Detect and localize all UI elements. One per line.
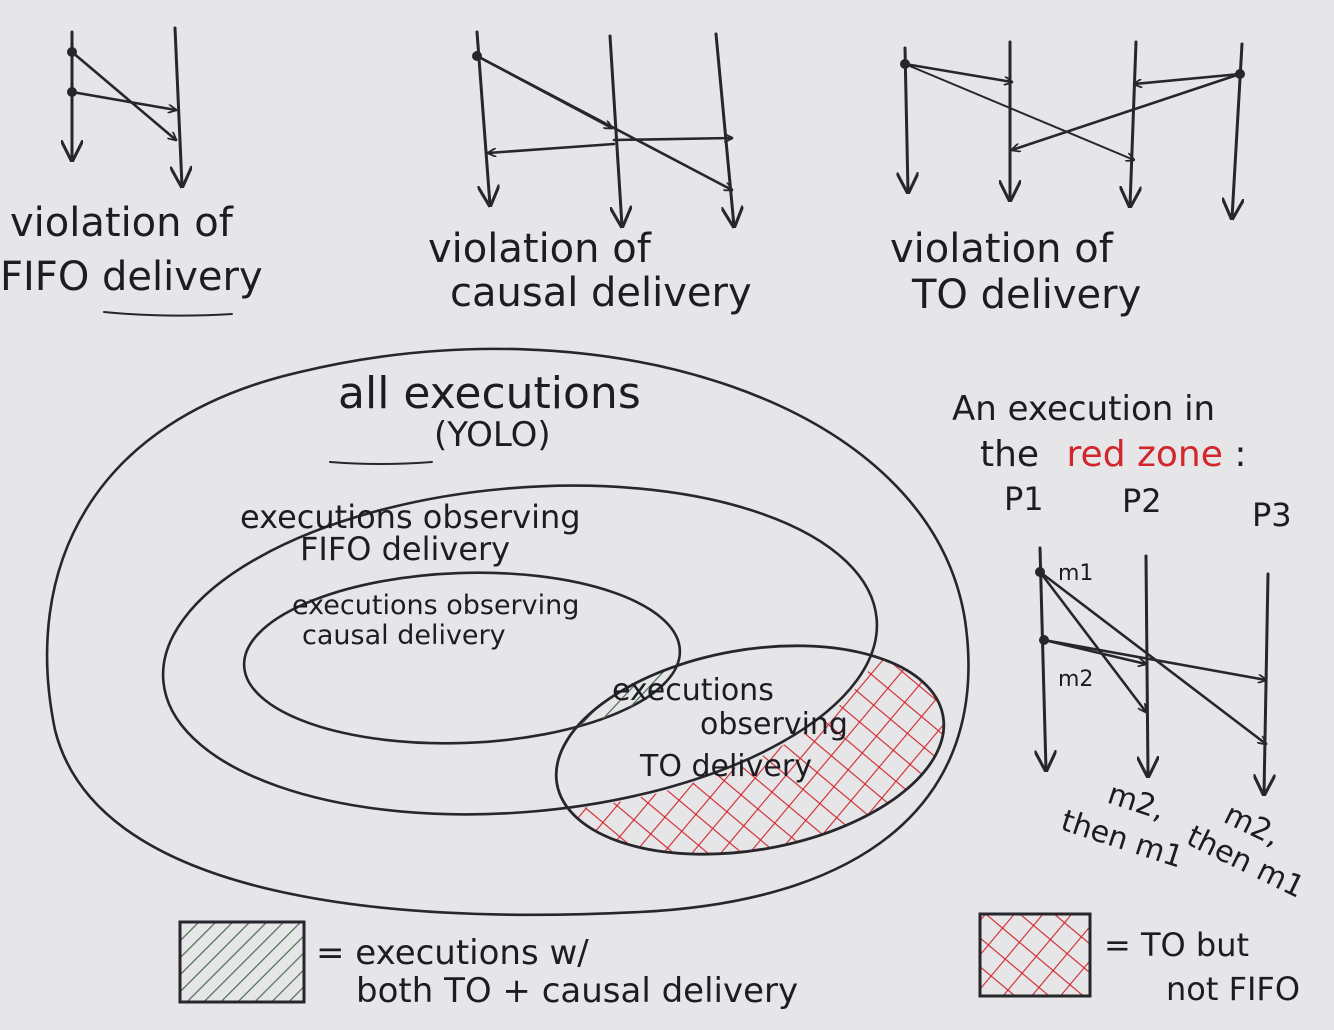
fifo-violation-caption-line1: violation of [10, 200, 234, 246]
send-event-dot [1035, 567, 1045, 577]
causal-violation-diagram [472, 30, 734, 226]
process-line [905, 46, 908, 192]
fifo-region-label-line1: executions observing [240, 498, 581, 536]
message-arrow [612, 138, 734, 140]
process-line [1264, 572, 1268, 794]
to-violation-caption-line2: TO delivery [911, 272, 1141, 318]
red-zone-title-line2: the red zone : [980, 434, 1246, 475]
send-event-dot [900, 59, 910, 69]
process-label-p3: P3 [1252, 496, 1292, 534]
red-hatch-swatch [978, 912, 1092, 998]
all-executions-label: all executions [338, 368, 641, 419]
message-label-m2: m2 [1058, 667, 1093, 692]
legend-green-line2: both TO + causal delivery [356, 971, 798, 1011]
fifo-region-label-line2: FIFO delivery [300, 530, 510, 568]
process-label-p2: P2 [1122, 482, 1162, 520]
send-event-dot [67, 87, 77, 97]
underline-decoration [103, 311, 233, 317]
send-event-dot [67, 47, 77, 57]
process-line [175, 26, 182, 186]
message-arrow [486, 142, 616, 153]
message-arrow [475, 54, 732, 190]
red-zone-title-line1: An execution in [952, 389, 1215, 429]
to-region [554, 644, 946, 856]
red-zone-diagram [1035, 546, 1268, 794]
message-arrow [904, 63, 1134, 160]
process-line [1146, 554, 1148, 776]
p3-delivery-order: m2, then m1 [1181, 797, 1310, 906]
to-region-label-line3: TO delivery [639, 749, 812, 784]
message-m1-to-p2 [1038, 570, 1146, 712]
red-zone-title-prefix: the [980, 434, 1039, 475]
send-event-dot [1039, 635, 1049, 645]
message-arrow [70, 50, 176, 140]
causal-region-label-line1: executions observing [292, 590, 579, 621]
causal-violation-caption-line2: causal delivery [450, 270, 752, 316]
red-zone-title-suffix: : [1234, 434, 1246, 475]
message-label-m1: m1 [1058, 561, 1093, 586]
send-event-dot [472, 51, 482, 61]
causal-region-label-line2: causal delivery [302, 620, 506, 651]
send-event-dot [1235, 69, 1245, 79]
message-arrow [903, 62, 1012, 82]
process-line [714, 32, 734, 226]
to-region-label-line2: observing [700, 707, 848, 742]
to-violation-diagram [900, 40, 1245, 218]
fifo-region [161, 484, 879, 816]
green-hatch-swatch [178, 920, 306, 1004]
all-executions-region [45, 347, 970, 917]
message-m2-to-p3 [1042, 638, 1266, 680]
process-line [475, 30, 490, 205]
legend-green [178, 920, 306, 1004]
causal-region [242, 571, 682, 745]
legend-red-line2: not FIFO [1166, 970, 1300, 1008]
p2-delivery-order: m2, then m1 [1057, 776, 1188, 875]
process-line [1130, 40, 1136, 206]
legend-green-line1: = executions w/ [316, 933, 589, 973]
fifo-violation-diagram [67, 26, 182, 186]
process-line [608, 34, 622, 226]
legend-red [978, 912, 1092, 998]
underline-decoration [329, 461, 433, 465]
message-arrow [1134, 72, 1242, 84]
red-zone-highlight: red zone [1067, 434, 1223, 475]
to-violation-caption-line1: violation of [890, 226, 1114, 272]
fifo-violation-caption-line2: FIFO delivery [0, 254, 263, 300]
message-arrow [70, 90, 176, 110]
process-line [1040, 546, 1046, 770]
yolo-label: (YOLO) [434, 415, 551, 455]
causal-violation-caption-line1: violation of [428, 226, 652, 272]
to-region-label-line1: executions [612, 673, 774, 708]
to-not-fifo-hatch [539, 617, 961, 883]
process-label-p1: P1 [1004, 480, 1044, 518]
message-m1-to-p3 [1038, 570, 1266, 744]
message-arrow [1012, 72, 1242, 150]
legend-red-line1: = TO but [1104, 926, 1249, 964]
